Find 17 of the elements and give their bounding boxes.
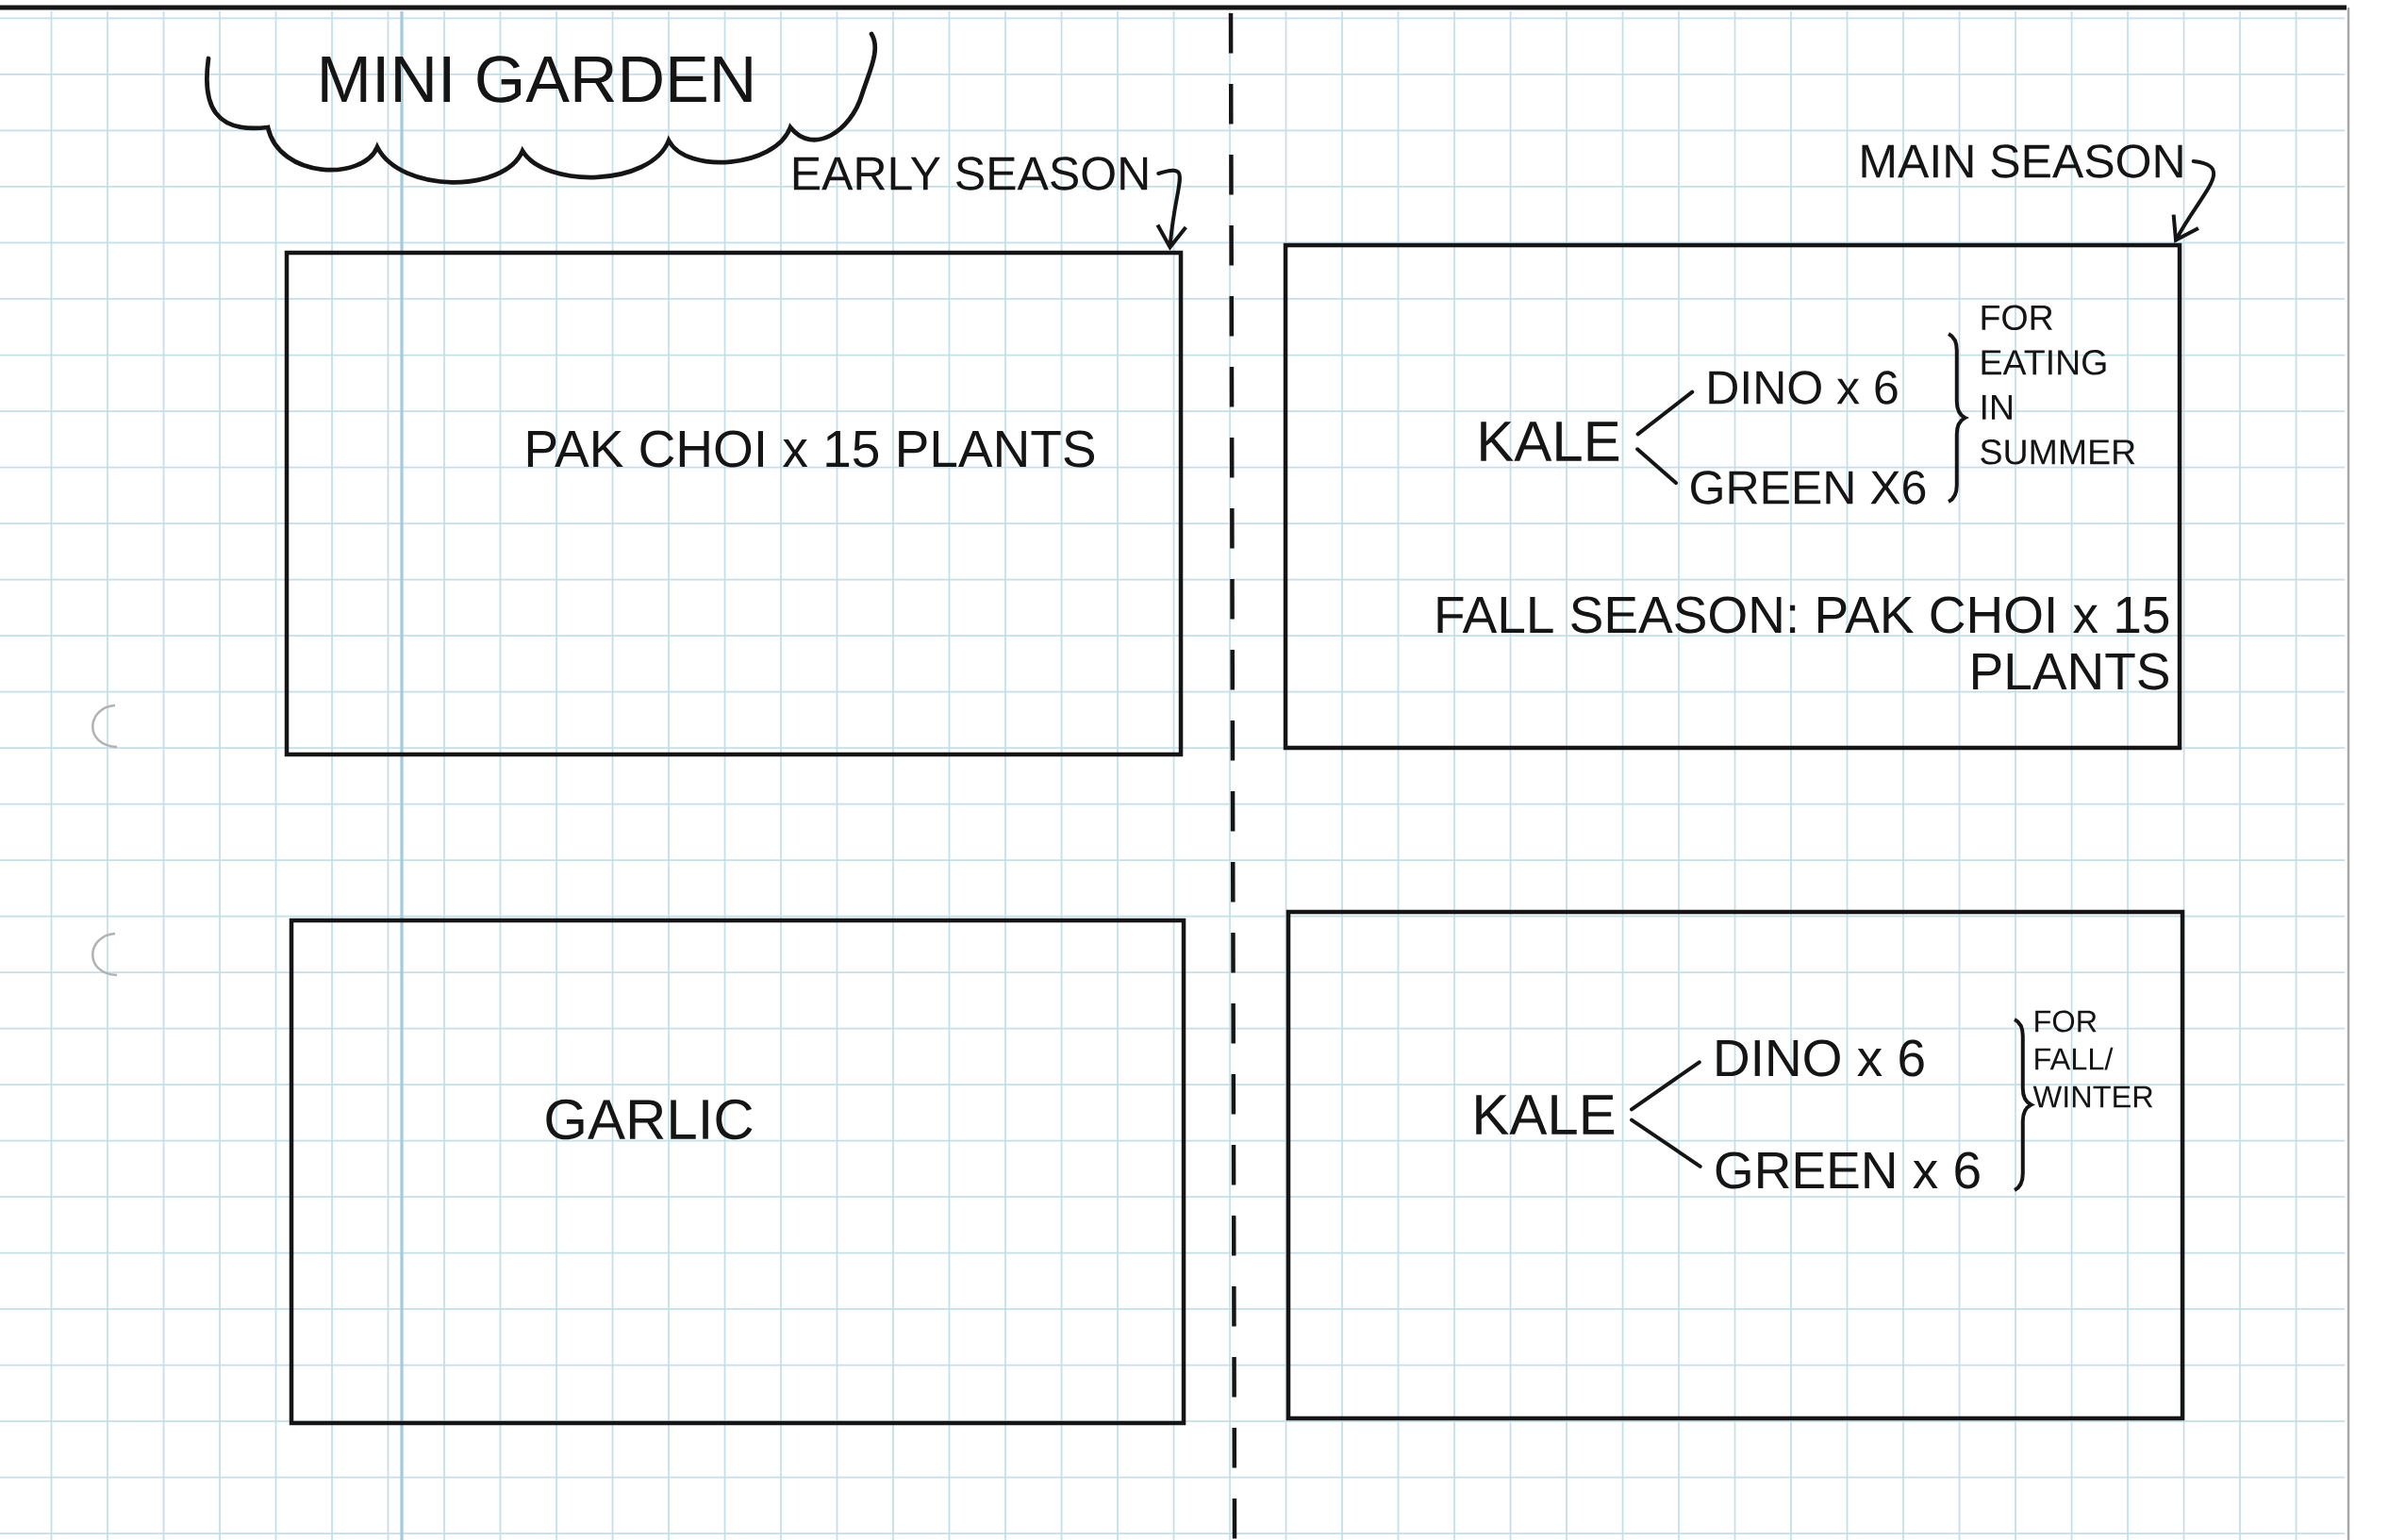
variety-label: DINO x 6 [1709, 371, 1898, 405]
season-heading: EARLY SEASON [793, 157, 1148, 190]
season-heading: MAIN SEASON [1862, 144, 2182, 178]
variety-label: GREEN X6 [1691, 471, 1926, 505]
branch-line [1629, 1060, 1701, 1112]
branch-line [1630, 1118, 1702, 1168]
branch-line [1635, 447, 1678, 486]
branch-line [1635, 389, 1695, 437]
variety-label: DINO x 6 [1717, 1039, 1924, 1077]
garden-bed: GARLIC [289, 918, 1186, 1426]
curved-arrow [2171, 159, 2216, 243]
title: MINI GARDEN [322, 56, 752, 103]
crop-label: KALE [1481, 422, 1619, 461]
curved-arrow [1155, 168, 1187, 251]
variety-label: GREEN x 6 [1716, 1151, 1980, 1189]
crop-label: KALE [1476, 1095, 1615, 1134]
garden-bed: PAK CHOI x 15 PLANTS [284, 250, 1184, 757]
